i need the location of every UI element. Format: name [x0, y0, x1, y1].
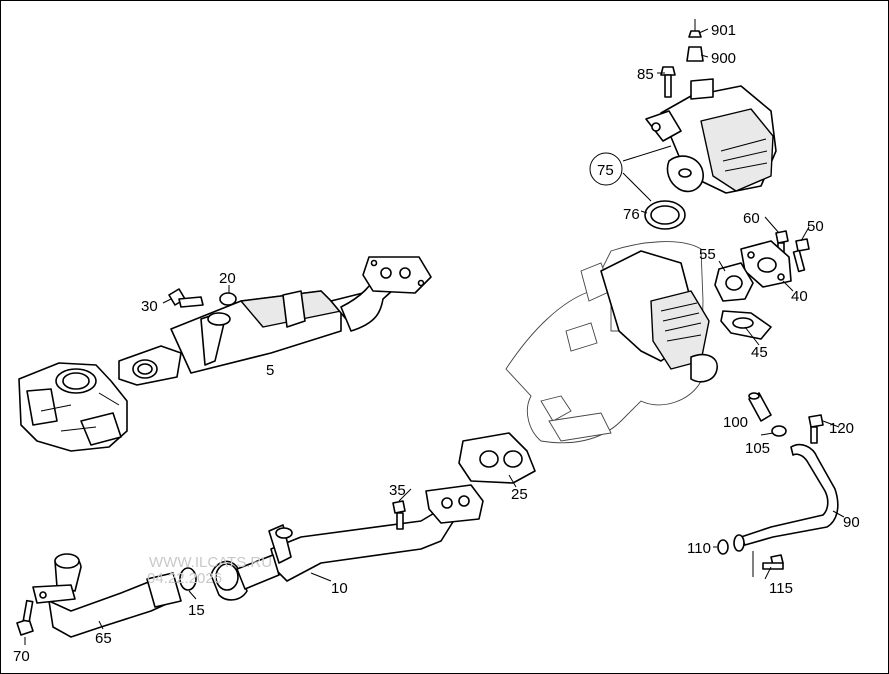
watermark-date: 04.22.2026 [147, 570, 222, 587]
egr-valve-assembly [600, 250, 718, 383]
pipe-flange-10 [425, 484, 484, 524]
gasket-55 [714, 262, 754, 302]
callout-circle-75 [589, 152, 623, 186]
egr-cooler-5 [118, 262, 404, 386]
coolant-pipe-90 [733, 443, 839, 552]
callout-45: 45 [751, 344, 768, 361]
callout-900: 900 [711, 50, 736, 67]
o-ring-20 [219, 292, 237, 306]
callout-20: 20 [219, 270, 236, 287]
cooler-outlet-flange [362, 256, 432, 294]
clamp-105 [771, 425, 787, 437]
watermark-site: WWW.ILCATS.RU [149, 554, 272, 571]
bolt-35 [392, 500, 406, 530]
callout-5: 5 [266, 362, 274, 379]
bolt-70 [16, 599, 34, 636]
callout-120: 120 [829, 420, 854, 437]
turbo-housing [18, 362, 128, 452]
callout-115: 115 [769, 580, 793, 597]
callout-85: 85 [637, 66, 654, 83]
callout-60: 60 [743, 210, 760, 227]
leader-lines [24, 28, 845, 645]
gasket-25 [458, 432, 536, 484]
egr-pipe-65 [32, 553, 182, 638]
gasket-ring-76 [644, 200, 686, 230]
callout-105: 105 [745, 440, 770, 457]
callout-labels: 901 900 85 75 76 60 50 55 40 45 20 30 5 … [13, 22, 860, 665]
egr-pipe-10 [210, 490, 462, 601]
bolt-115 [762, 554, 784, 570]
hose-100 [748, 392, 772, 422]
callout-901: 901 [711, 22, 736, 39]
washer-110 [717, 539, 729, 555]
callout-75: 75 [597, 162, 614, 179]
callout-15: 15 [188, 602, 205, 619]
callout-50: 50 [807, 218, 824, 235]
bolt-120 [808, 414, 824, 444]
callout-25: 25 [511, 486, 528, 503]
callout-110: 110 [687, 540, 711, 557]
bolt-30 [168, 288, 204, 308]
callout-100: 100 [723, 414, 748, 431]
egr-actuator-75 [645, 78, 777, 194]
callout-65: 65 [95, 630, 112, 647]
connector-900 [686, 46, 704, 62]
bolt-85 [660, 66, 676, 98]
o-ring-15 [179, 567, 197, 591]
gasket-45 [720, 310, 772, 340]
callout-55: 55 [699, 246, 716, 263]
callout-76: 76 [623, 206, 640, 223]
callout-35: 35 [389, 482, 406, 499]
callout-30: 30 [141, 298, 158, 315]
callout-70: 70 [13, 648, 30, 665]
watermark: WWW.ILCATS.RU 04.22.2026 [147, 554, 272, 587]
callout-90: 90 [843, 514, 860, 531]
callout-40: 40 [791, 288, 808, 305]
callout-10: 10 [331, 580, 348, 597]
plug-901 [688, 19, 702, 38]
bolt-50 [792, 238, 810, 273]
